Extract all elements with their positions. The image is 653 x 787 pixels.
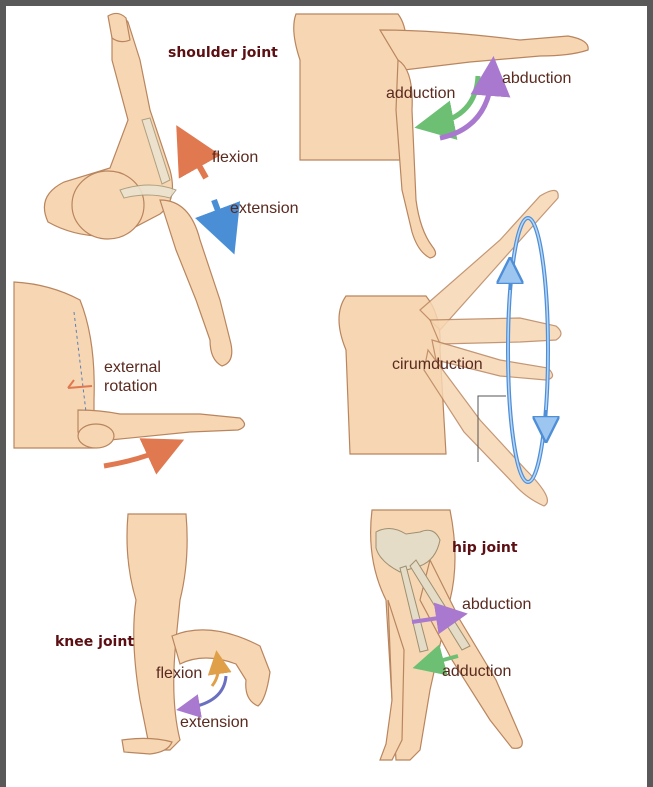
external-rotation-label-line2: rotation xyxy=(104,378,157,396)
shoulder-extension-label: extension xyxy=(230,200,299,218)
shoulder-adduction-label: adduction xyxy=(386,85,455,103)
external-rotation-arrow xyxy=(104,448,166,466)
figure-circumduction xyxy=(339,190,561,506)
knee-extension-label: extension xyxy=(180,714,249,732)
knee-flexion-label: flexion xyxy=(156,665,202,683)
shoulder-joint-title: shoulder joint xyxy=(168,45,278,61)
shoulder-flexion-label: flexion xyxy=(212,149,258,167)
knee-joint-title: knee joint xyxy=(55,634,134,650)
shoulder-extension-arrow xyxy=(214,200,226,232)
hip-adduction-label: adduction xyxy=(442,663,511,681)
shoulder-flexion-arrow xyxy=(188,146,206,178)
hip-abduction-label: abduction xyxy=(462,596,531,614)
hip-joint-title: hip joint xyxy=(452,540,518,556)
circumduction-label: cirumduction xyxy=(392,356,483,374)
knee-flexion-arrow xyxy=(212,662,218,686)
shoulder-abduction-label: abduction xyxy=(502,70,571,88)
external-rotation-label-line1: external xyxy=(104,359,161,377)
